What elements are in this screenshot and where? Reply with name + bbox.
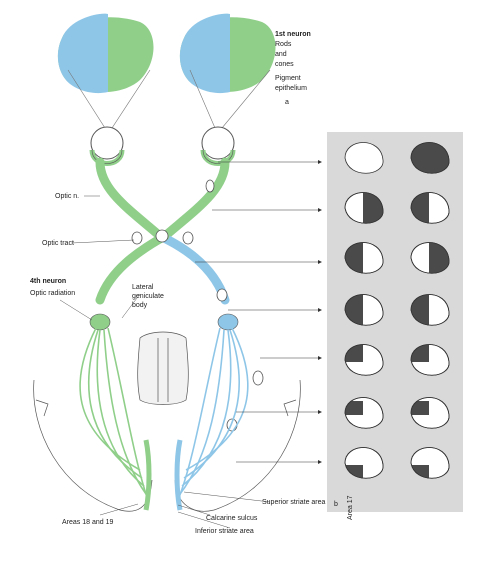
field-circle-1-left xyxy=(345,143,383,174)
field-circle-7-left xyxy=(345,448,383,480)
striate-areas xyxy=(146,440,180,510)
field-circle-6-left xyxy=(345,398,383,429)
areas-18-19-label: Areas 18 and 19 xyxy=(62,518,113,527)
field-circle-2-left xyxy=(345,184,389,236)
field-circle-1-right xyxy=(405,134,453,186)
figure-letter-b: b xyxy=(334,500,338,509)
left-visual-field xyxy=(58,14,154,93)
rods-label: Rods xyxy=(275,40,291,49)
fourth-neuron-label: 4th neuron xyxy=(30,277,66,286)
lateral-label: Lateral xyxy=(132,283,153,292)
optic-nerve-label: Optic n. xyxy=(55,192,79,201)
field-circle-3-left xyxy=(337,234,383,286)
right-eye xyxy=(202,127,234,164)
field-circle-4-right xyxy=(403,286,449,338)
figure-letter-a: a xyxy=(285,98,289,107)
field-circle-4-left xyxy=(337,286,383,338)
midbrain-sketch xyxy=(138,332,189,405)
field-circle-6-right xyxy=(411,398,449,429)
field-circle-3-right xyxy=(411,234,455,286)
and-label: and xyxy=(275,50,287,59)
field-circle-5-left xyxy=(337,336,383,375)
field-circle-7-right xyxy=(411,448,449,480)
first-neuron-label: 1st neuron xyxy=(275,30,311,39)
field-circle-5-right xyxy=(403,336,449,375)
lateral-geniculate-bodies xyxy=(90,314,238,330)
right-optic-radiation xyxy=(178,328,248,500)
body-label: body xyxy=(132,301,147,310)
field-defect-panel xyxy=(327,132,463,512)
field-circle-2-right xyxy=(403,184,449,236)
cones-label: cones xyxy=(275,60,294,69)
optic-tract-label: Optic tract xyxy=(42,239,74,248)
inferior-striate-label: Inferior striate area xyxy=(195,527,254,536)
field-defect-grid xyxy=(327,132,463,512)
epithelium-label: epithelium xyxy=(275,84,307,93)
area-17-label: Area 17 xyxy=(346,495,355,520)
left-eye xyxy=(91,127,123,164)
leader-arrowheads xyxy=(318,160,322,464)
calcarine-sulcus-label: Calcarine sulcus xyxy=(206,514,257,523)
pigment-label: Pigment xyxy=(275,74,301,83)
superior-striate-label: Superior striate area xyxy=(262,498,325,507)
optic-radiation-label: Optic radiation xyxy=(30,289,75,298)
geniculate-label: geniculate xyxy=(132,292,164,301)
left-optic-radiation xyxy=(80,328,148,500)
